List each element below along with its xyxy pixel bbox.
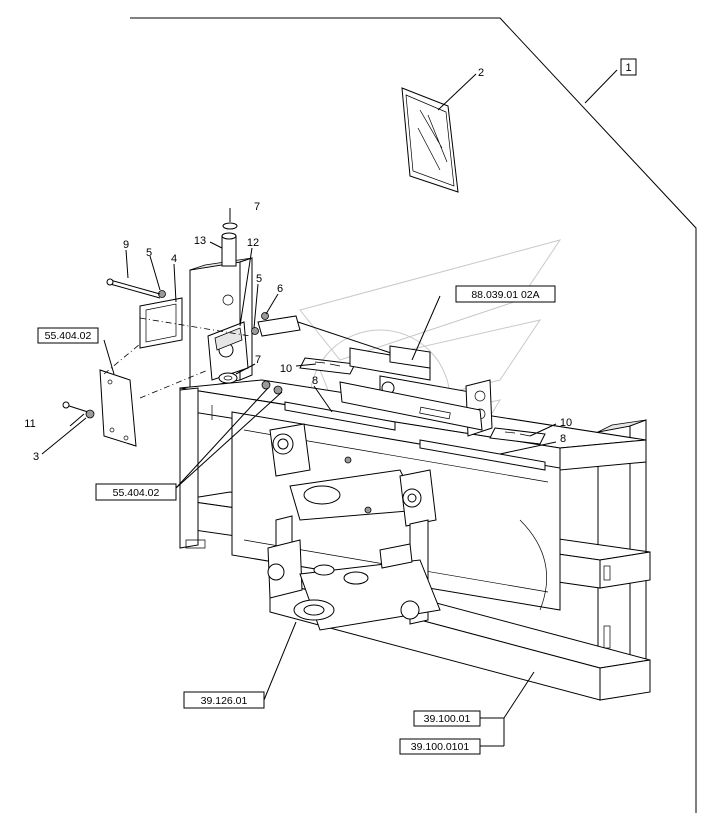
cover-plate xyxy=(139,297,183,349)
ref-box-39-126 xyxy=(183,691,265,709)
callout-11: 11 xyxy=(24,418,35,430)
callout-9: 9 xyxy=(123,239,129,251)
callout-5a: 5 xyxy=(146,247,152,259)
callout-6: 6 xyxy=(277,283,283,295)
assembly-axis xyxy=(103,317,251,399)
retaining-ring xyxy=(222,222,238,230)
decal-plate xyxy=(401,73,477,193)
callout-13: 13 xyxy=(194,235,206,247)
short-bolt xyxy=(62,401,95,419)
callout-labels: 1 2 3 4 5 5 6 7 7 8 8 9 10 10 11 12 13 xyxy=(24,58,637,463)
leader-c1 xyxy=(584,69,618,104)
ref-88-039-01-02a: 88.039.01 02A xyxy=(471,289,539,301)
ref-55-404-02-a: 55.404.02 xyxy=(45,330,92,342)
leader-lines xyxy=(41,208,557,747)
long-bolt xyxy=(106,278,161,299)
callout-2: 2 xyxy=(478,67,484,79)
callout-12: 12 xyxy=(247,237,259,249)
slot-rail xyxy=(284,401,546,471)
callout-3: 3 xyxy=(33,451,39,463)
leader-c2 xyxy=(437,73,477,111)
pivot-carriage xyxy=(267,423,441,631)
callout-10a: 10 xyxy=(280,363,292,375)
callout-10b: 10 xyxy=(560,417,572,429)
slotted-shim xyxy=(299,357,546,445)
callout-8a: 8 xyxy=(312,375,318,387)
assembly-bracket-line xyxy=(130,17,697,813)
left-frame-post xyxy=(179,387,206,549)
ref-39-126-01: 39.126.01 xyxy=(201,695,248,707)
ref-box-39-100-0101 xyxy=(399,738,481,755)
reference-labels: 88.039.01 02A 55.404.02 55.404.02 39.126… xyxy=(37,285,556,755)
ref-box-55-404-b xyxy=(95,483,177,501)
callout-7a: 7 xyxy=(254,201,260,213)
ref-box-39-100-01 xyxy=(413,710,481,727)
callout-8b: 8 xyxy=(560,433,566,445)
lower-ring xyxy=(218,372,238,384)
callout-1: 1 xyxy=(625,62,631,74)
callout-7b: 7 xyxy=(255,354,261,366)
ref-box-55-404-a xyxy=(37,327,99,344)
mount-plate xyxy=(99,369,137,447)
ref-39-100-0101: 39.100.0101 xyxy=(411,741,470,753)
nut xyxy=(158,290,283,395)
pivot-pin xyxy=(221,232,237,267)
callout-5b: 5 xyxy=(256,273,262,285)
ref-55-404-02-b: 55.404.02 xyxy=(113,487,160,499)
ref-box-88-039 xyxy=(455,285,556,303)
callout-1-box xyxy=(620,58,637,76)
slider-plate xyxy=(339,381,483,431)
ref-39-100-01: 39.100.01 xyxy=(424,713,471,725)
callout-4: 4 xyxy=(171,253,177,265)
